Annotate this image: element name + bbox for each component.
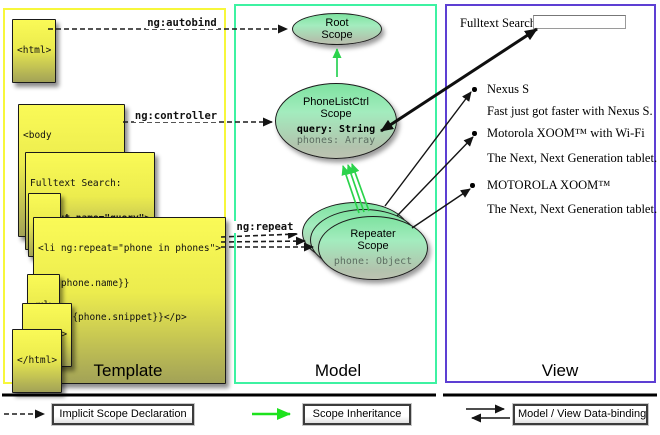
ng-repeat-label: ng:repeat bbox=[233, 221, 297, 233]
fulltext-search-input[interactable] bbox=[533, 15, 626, 29]
root-scope-ellipse: Root Scope bbox=[292, 13, 382, 45]
ng-autobind-label: ng:autobind bbox=[146, 17, 218, 29]
phonelistctrl-scope-ellipse: PhoneListCtrl Scope query: String phones… bbox=[275, 83, 397, 159]
phone-snippet: Fast just got faster with Nexus S. bbox=[487, 104, 653, 118]
model-column-frame bbox=[234, 4, 437, 384]
legend-implicit-scope-declaration: Implicit Scope Declaration bbox=[52, 404, 194, 425]
view-column-label: View bbox=[541, 361, 579, 380]
scope-title: Root bbox=[325, 17, 349, 29]
template-column-label: Template bbox=[93, 361, 163, 380]
repeater-scope-ellipse-front: Repeater Scope phone: Object bbox=[318, 216, 428, 280]
legend-model-view-data-binding: Model / View Data-binding bbox=[513, 404, 648, 425]
fulltext-search-label: Fulltext Search: bbox=[460, 16, 540, 30]
legend-scope-inheritance: Scope Inheritance bbox=[303, 404, 411, 425]
scope-title: Scope bbox=[321, 29, 353, 41]
scope-property: query: String bbox=[296, 123, 376, 135]
code-line: <body bbox=[23, 130, 52, 141]
model-column-label: Model bbox=[314, 361, 362, 380]
phone-title: Motorola XOOM™ with Wi-Fi bbox=[487, 126, 645, 140]
bullet-icon bbox=[470, 183, 475, 188]
view-column-frame bbox=[445, 4, 656, 383]
scope-title: PhoneListCtrl bbox=[302, 95, 370, 108]
bullet-icon bbox=[472, 87, 477, 92]
phone-title: Nexus S bbox=[487, 82, 530, 96]
phone-snippet: The Next, Next Generation tablet. bbox=[487, 151, 658, 165]
code-line: <html> bbox=[17, 45, 52, 56]
scope-property: phones: Array bbox=[296, 135, 376, 146]
bullet-icon bbox=[472, 131, 477, 136]
scope-title: Repeater bbox=[350, 228, 396, 241]
code-box-html-close: </html> bbox=[12, 329, 63, 393]
scope-title: Scope bbox=[320, 107, 352, 120]
scope-property: phone: Object bbox=[333, 256, 413, 268]
code-box-html-open: <html> bbox=[12, 19, 57, 83]
code-line: <li ng:repeat="phone in phones"> bbox=[38, 243, 222, 254]
phone-title: MOTOROLA XOOM™ bbox=[487, 178, 611, 192]
code-line: Fulltext Search: bbox=[30, 178, 122, 189]
ng-controller-label: ng:controller bbox=[134, 110, 218, 122]
scope-title: Scope bbox=[357, 240, 389, 253]
code-line: {{phone.name}} bbox=[38, 277, 130, 289]
phone-snippet: The Next, Next Generation tablet. bbox=[487, 202, 658, 216]
code-line: <p>{{phone.snippet}}</p> bbox=[38, 312, 187, 323]
code-line: </html> bbox=[17, 355, 58, 366]
